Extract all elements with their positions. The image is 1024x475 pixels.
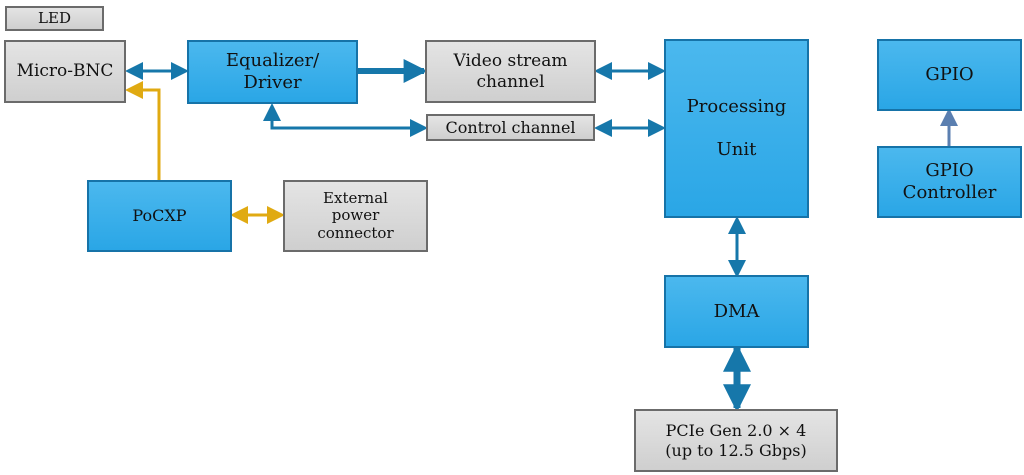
processing-unit-label: Processing Unit [686,95,787,161]
video-stream-channel-block: Video stream channel [425,40,596,103]
pocxp-block: PoCXP [87,180,232,252]
led-block: LED [5,6,104,31]
micro-bnc-label: Micro-BNC [16,61,114,82]
dma-block: DMA [664,275,809,348]
video-stream-channel-label: Video stream channel [453,50,568,92]
gpio-block: GPIO [877,39,1022,111]
pcie-label: PCIe Gen 2.0 × 4 (up to 12.5 Gbps) [665,420,807,460]
dma-label: DMA [713,300,760,322]
pocxp-label: PoCXP [132,206,187,226]
control-channel-label: Control channel [445,117,576,137]
external-power-connector-label: External power connector [317,189,394,242]
processing-unit-block: Processing Unit [664,39,809,218]
led-label: LED [38,9,71,28]
external-power-connector-block: External power connector [283,180,428,252]
arrow-equalizer-control-channel [263,103,428,137]
gpio-controller-block: GPIO Controller [877,146,1022,218]
control-channel-block: Control channel [426,114,595,141]
pcie-block: PCIe Gen 2.0 × 4 (up to 12.5 Gbps) [634,409,838,472]
equalizer-driver-block: Equalizer/ Driver [187,40,358,104]
arrow-pocxp-micro-bnc [125,81,161,180]
gpio-label: GPIO [925,64,974,86]
micro-bnc-block: Micro-BNC [4,40,126,103]
gpio-controller-label: GPIO Controller [902,160,997,203]
equalizer-driver-label: Equalizer/ Driver [225,50,320,93]
